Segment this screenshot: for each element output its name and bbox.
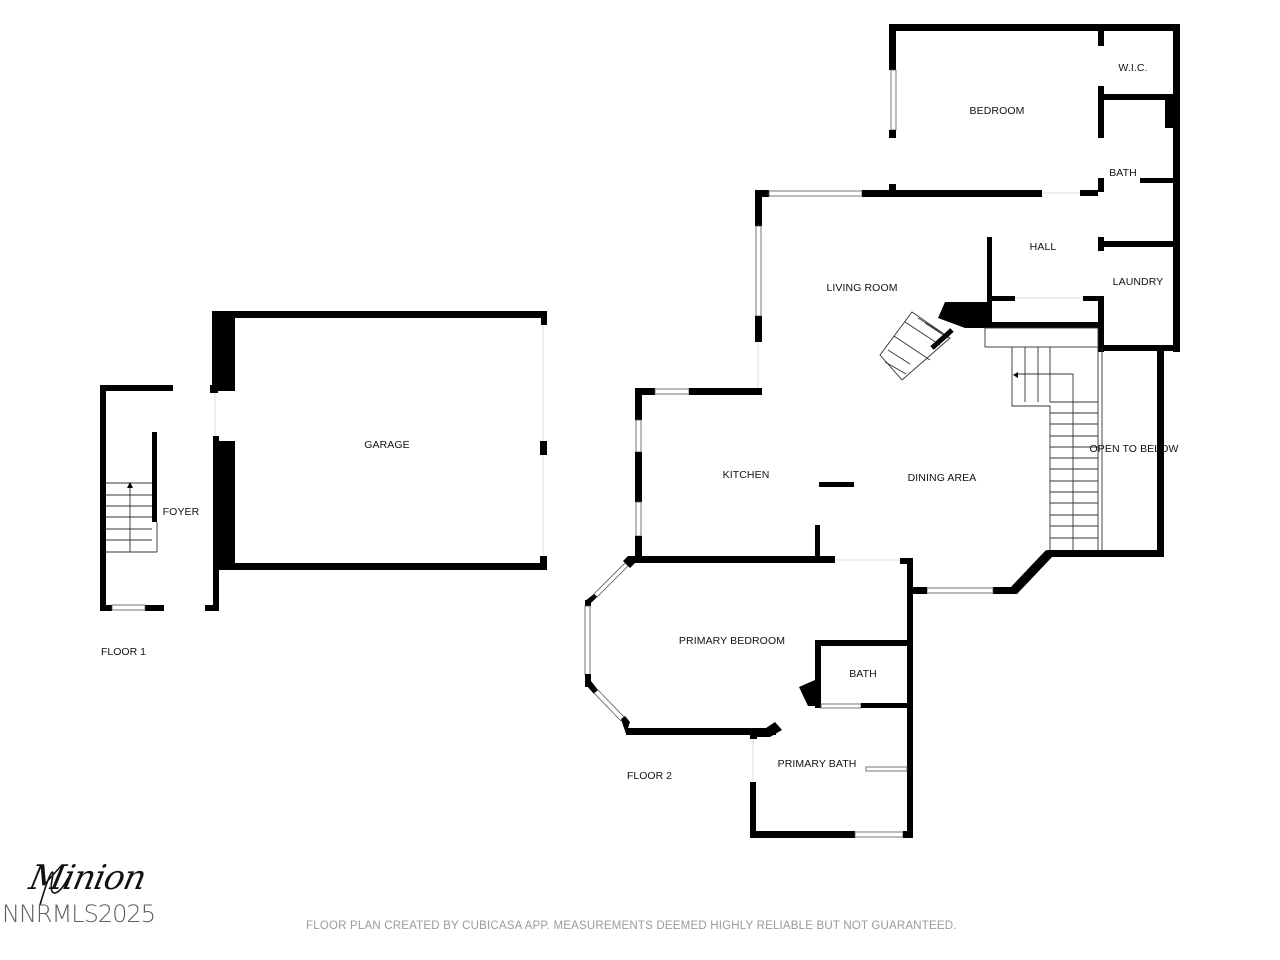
room-label-hall: HALL — [1029, 241, 1057, 253]
room-label-bedroom: BEDROOM — [969, 105, 1025, 117]
watermark-script-logo: Minion — [25, 858, 150, 898]
floor-1-label: FLOOR 1 — [101, 646, 146, 658]
room-label-foyer: FOYER — [162, 506, 200, 518]
room-label-bath: BATH — [1109, 167, 1137, 179]
room-label-primary-bedroom: PRIMARY BEDROOM — [678, 635, 786, 647]
room-label-dining-area: DINING AREA — [907, 472, 977, 484]
room-label-garage: GARAGE — [364, 439, 410, 451]
floor-2-label: FLOOR 2 — [627, 770, 672, 782]
room-label-primary-bath: PRIMARY BATH — [777, 758, 857, 770]
floor-1-walls — [100, 311, 547, 611]
watermark-mls-mark: NNRMLS2025 — [2, 900, 156, 928]
disclaimer-text: FLOOR PLAN CREATED BY CUBICASA APP. MEAS… — [306, 920, 957, 932]
room-label-wic: W.I.C. — [1118, 62, 1148, 74]
logo-flourish — [39, 871, 69, 906]
room-label-open-to-below: OPEN TO BELOW — [1089, 443, 1179, 455]
room-label-primary-bedroom-bath: BATH — [849, 668, 877, 680]
room-label-living-room: LIVING ROOM — [826, 282, 898, 294]
floor-2-walls — [584, 24, 1180, 838]
room-label-laundry: LAUNDRY — [1112, 276, 1164, 288]
room-label-kitchen: KITCHEN — [722, 469, 770, 481]
